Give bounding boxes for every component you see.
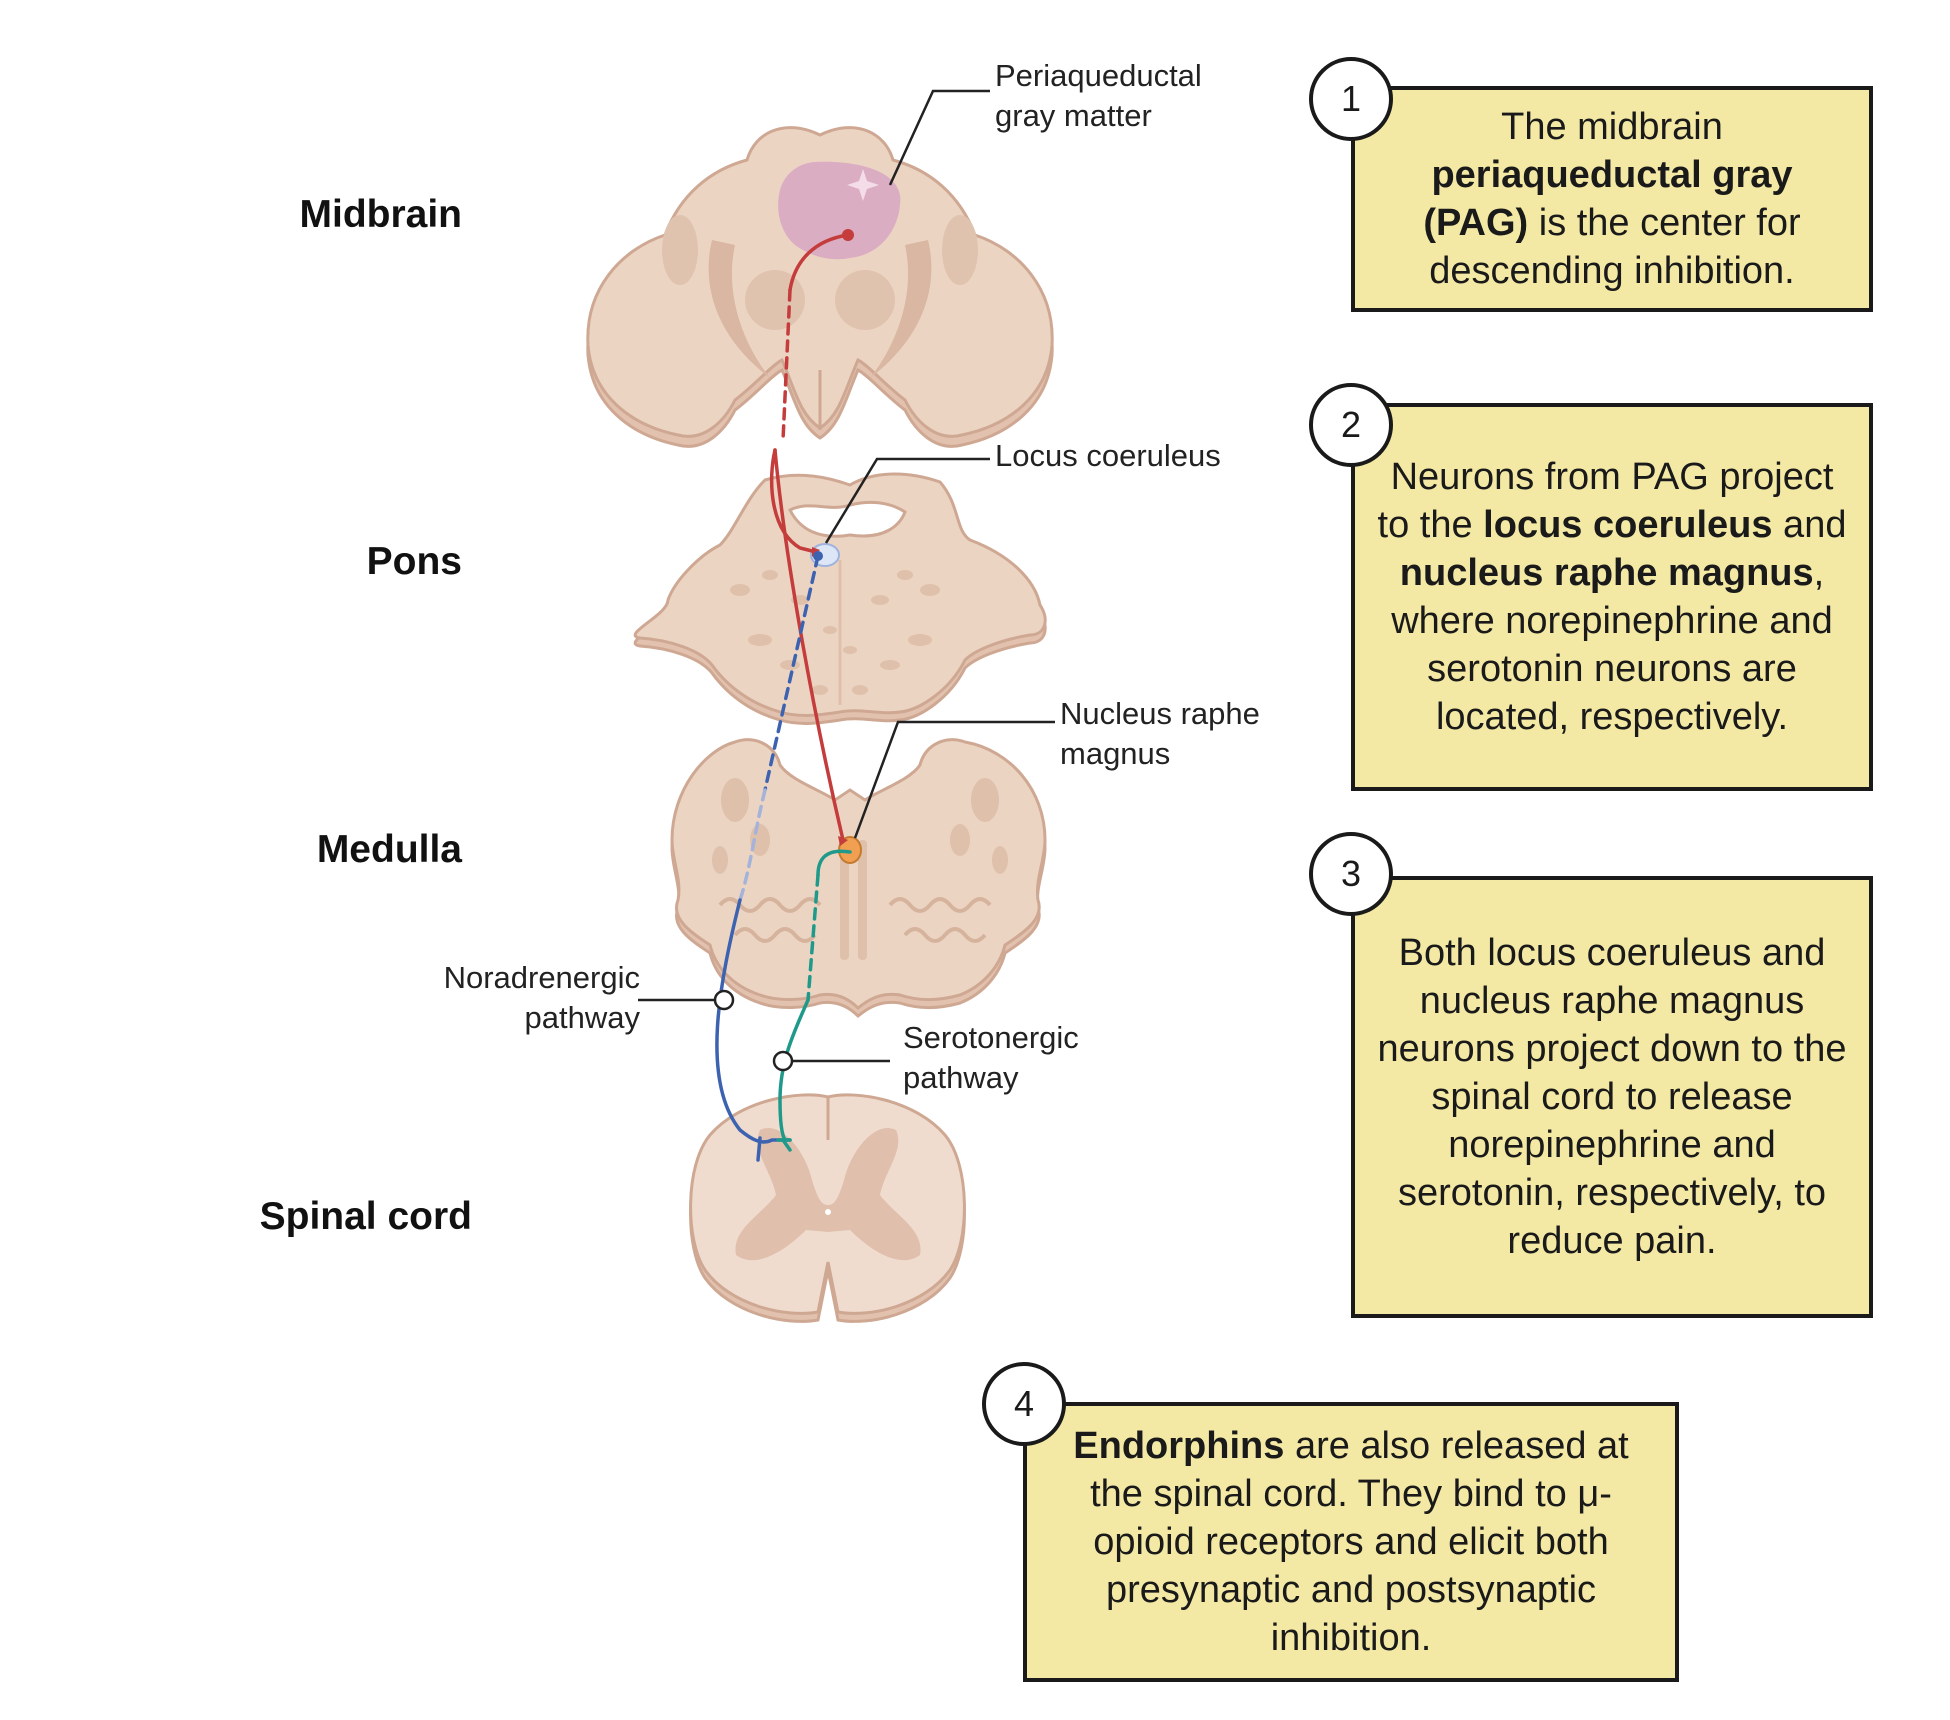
serotonergic-pathway-marker — [772, 1050, 794, 1072]
step-2-text-run: , where norepinephrine and serotonin neu… — [1391, 552, 1833, 738]
medulla-section — [670, 738, 1047, 1019]
step-4-text-run: Endorphins — [1073, 1425, 1285, 1467]
step-1-box: The midbrain periaqueductal gray (PAG) i… — [1351, 86, 1873, 312]
step-4-box: Endorphins are also released at the spin… — [1023, 1402, 1679, 1682]
step-4-badge: 4 — [982, 1362, 1066, 1446]
region-label-midbrain: Midbrain — [299, 193, 463, 236]
step-2-text: Neurons from PAG project to the locus co… — [1375, 453, 1849, 741]
step-1-text-run: is the center for descending inhibition. — [1429, 202, 1801, 292]
leader-lines — [638, 89, 1055, 1063]
region-label-spinal-cord: Spinal cord — [259, 1195, 472, 1238]
raphe-terminal — [838, 836, 848, 846]
locus-neuron-soma — [813, 551, 823, 561]
pons-section — [633, 472, 1047, 725]
step-1-text: The midbrain periaqueductal gray (PAG) i… — [1375, 103, 1849, 295]
step-4-text-run: are also released at the spinal cord. Th… — [1090, 1425, 1629, 1659]
spinal-cord-section — [689, 1093, 966, 1323]
step-4-text: Endorphins are also released at the spin… — [1047, 1422, 1655, 1662]
serotonergic-pathway-line — [776, 849, 852, 1152]
step-3-text-run: Both locus coeruleus and nucleus raphe m… — [1377, 932, 1847, 1262]
step-2-text-run: locus coeruleus — [1483, 504, 1773, 546]
step-2-text-run: Neurons from PAG project to the — [1377, 456, 1834, 546]
step-2-box: Neurons from PAG project to the locus co… — [1351, 403, 1873, 791]
step-3-box: Both locus coeruleus and nucleus raphe m… — [1351, 876, 1873, 1318]
region-label-pons: Pons — [366, 540, 462, 583]
step-1-text-run: periaqueductal gray (PAG) — [1423, 154, 1793, 244]
pag-descending-pathway — [769, 233, 850, 842]
step-2-badge: 2 — [1309, 383, 1393, 467]
noradrenergic-pathway-line — [715, 554, 820, 1162]
step-3-text: Both locus coeruleus and nucleus raphe m… — [1375, 929, 1849, 1265]
noradrenergic-pathway-marker — [713, 989, 735, 1011]
step-3-badge: 3 — [1309, 832, 1393, 916]
midbrain-section — [586, 126, 1054, 448]
pag-neuron-soma — [842, 229, 854, 241]
region-label-medulla: Medulla — [316, 828, 462, 871]
step-2-text-run: nucleus raphe magnus — [1399, 552, 1814, 594]
label-locus-coeruleus: Locus coeruleus — [995, 438, 1221, 473]
step-1-text-run: The midbrain — [1501, 106, 1723, 148]
step-2-text-run: and — [1772, 504, 1847, 546]
step-1-badge: 1 — [1309, 57, 1393, 141]
